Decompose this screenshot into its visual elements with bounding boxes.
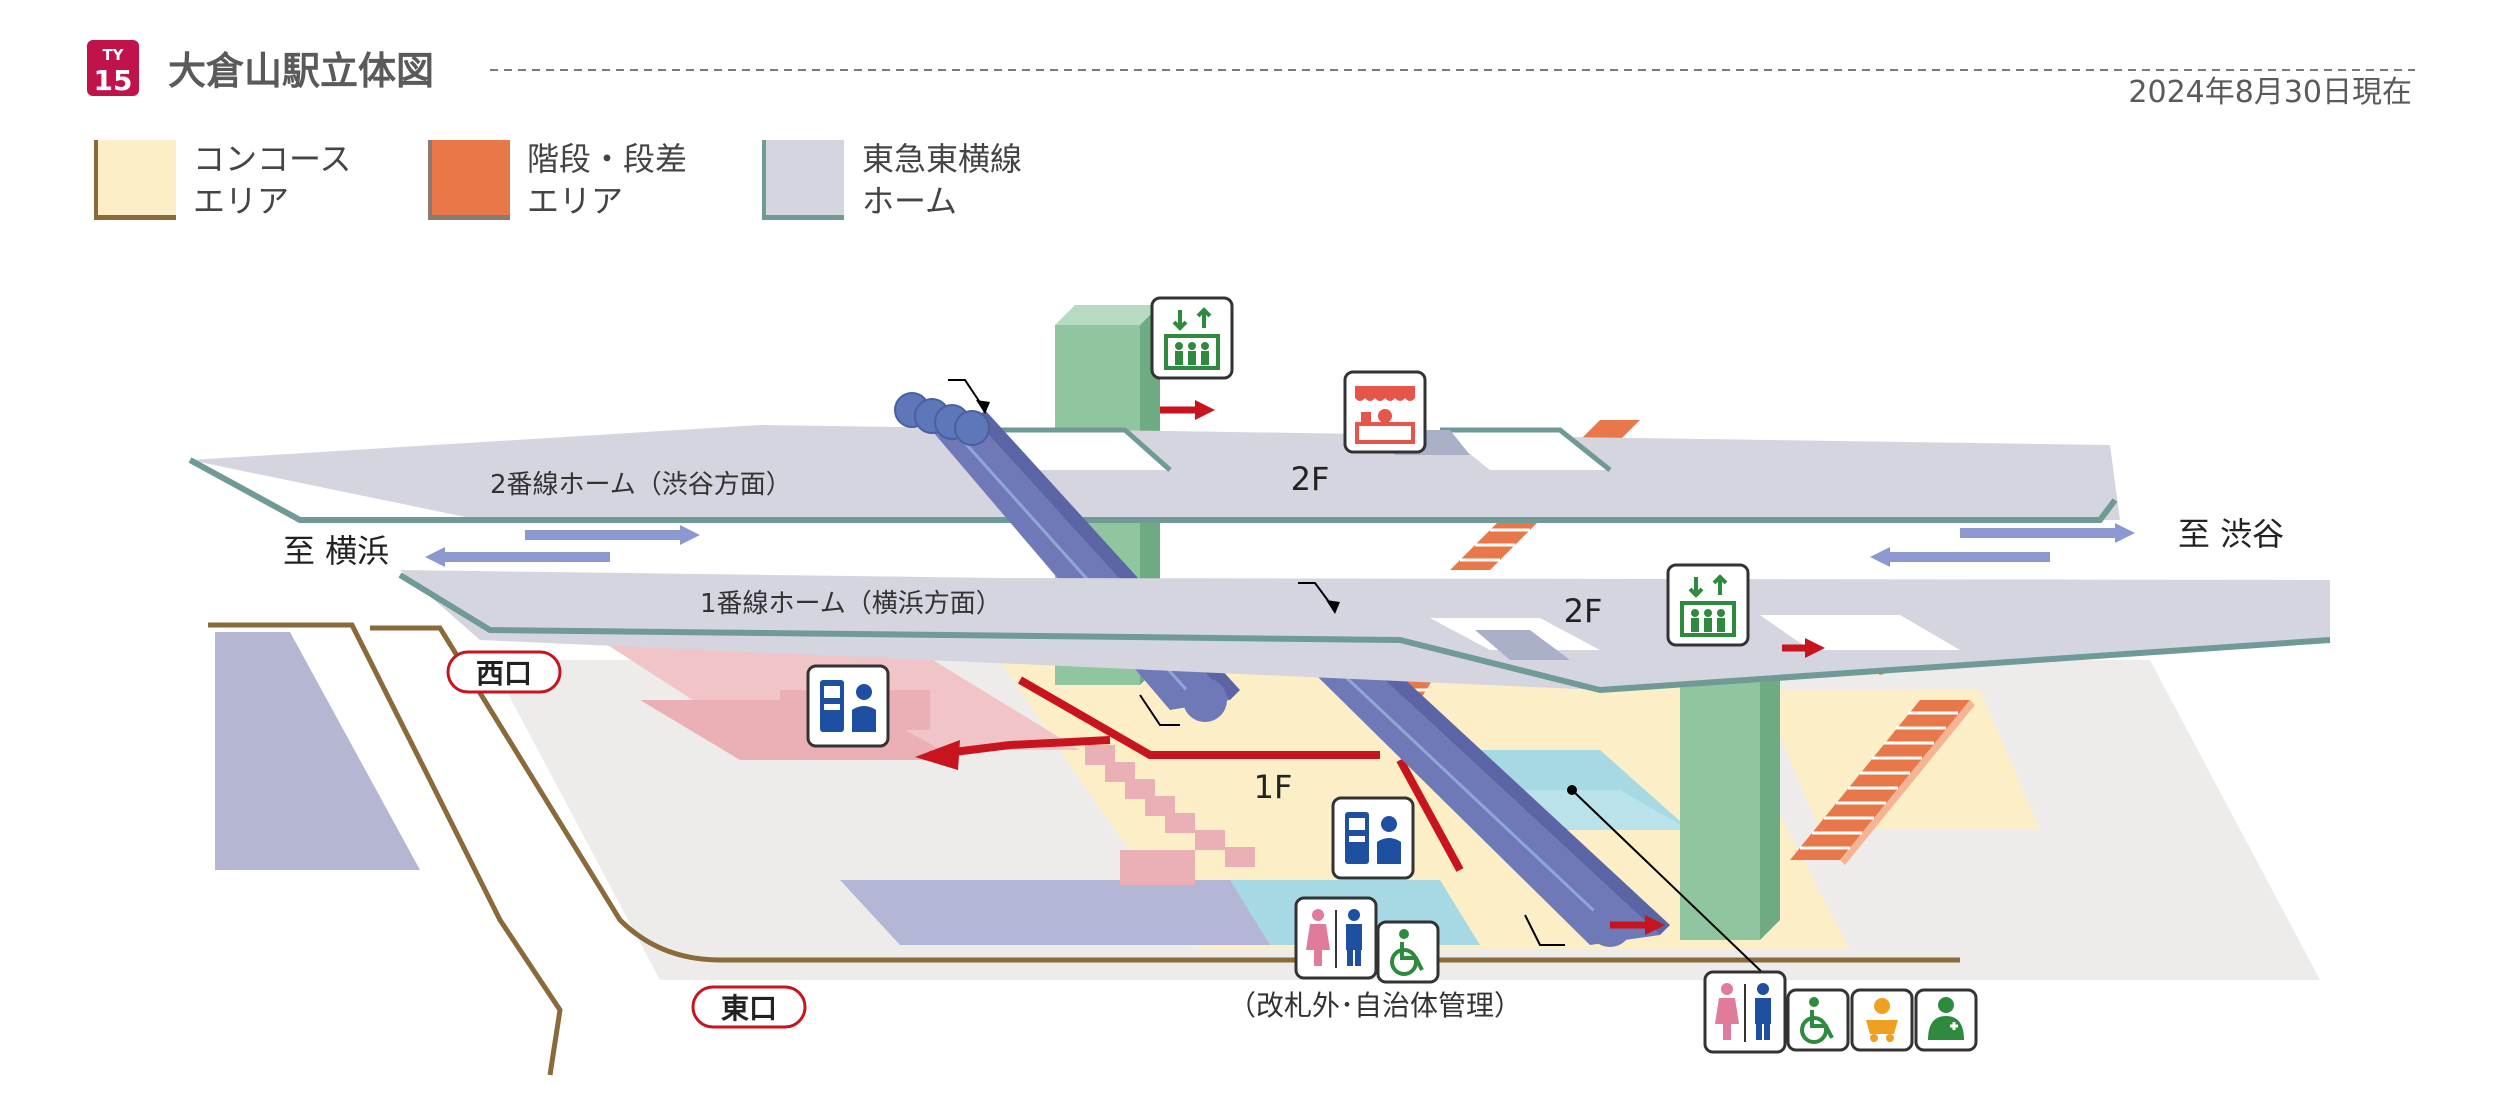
route-arrow-north (1396, 758, 1464, 872)
pointer-tip-1 (976, 400, 990, 414)
west-road-boundary (208, 622, 563, 1076)
route-arrow-west (1018, 676, 1380, 759)
pointer-tip-2 (1326, 600, 1340, 614)
floor-label-1f: 1F (1254, 768, 1293, 806)
ticket-machine-icon[interactable] (806, 664, 890, 748)
platform-2-name: 2番線ホーム（渋谷方面） (490, 470, 792, 500)
ticket-machine-icon-1f[interactable] (1331, 796, 1415, 880)
legend-platform: 東急東横線 ホーム (762, 140, 1022, 220)
west-exit-badge: 西口 (446, 650, 562, 694)
escalator-upper-rollers (894, 392, 990, 446)
platform-1: 1番線ホーム（横浜方面） 2F (398, 570, 2331, 694)
toilet-outside-note: （改札外･自治体管理） (1228, 989, 1522, 1022)
legend-stairs-line1: 階段・段差 (527, 140, 687, 178)
header: TY 15 大倉山駅立体図 2024年8月30日現在 (87, 40, 2415, 110)
platform-2-opening-left (990, 430, 1170, 470)
line-code-number: 15 (94, 64, 133, 97)
east-exit-label: 東口 (721, 992, 777, 1025)
legend: コンコース エリア 階段・段差 エリア 東急東横線 ホーム (94, 140, 1022, 220)
east-road-boundary (370, 625, 1960, 963)
pink-steps (1085, 745, 1255, 885)
date-label: 2024年8月30日現在 (2128, 75, 2412, 110)
platform-1-name: 1番線ホーム（横浜方面） (700, 589, 1002, 619)
legend-platform-line2: ホーム (862, 182, 957, 220)
direction-shibuya: 至 渋谷 (2178, 515, 2284, 553)
elevator-icon[interactable] (1150, 296, 1234, 380)
route-arrows-platform (1160, 400, 1825, 935)
legend-concourse: コンコース エリア (94, 140, 351, 220)
toilet-icon-inside[interactable] (1703, 970, 1787, 1054)
legend-concourse-line2: エリア (193, 182, 289, 220)
facility-leader-line (1571, 789, 1766, 976)
stairs-east-to-p1 (1790, 700, 1975, 865)
baby-icon[interactable] (1850, 988, 1914, 1052)
floor-label-2f-lower: 2F (1564, 592, 1603, 630)
platform-2: 2番線ホーム（渋谷方面） 2F (188, 425, 2120, 523)
route-arrowhead-west (915, 740, 960, 770)
wc-east (1500, 790, 1690, 830)
west-exit-label: 西口 (476, 657, 532, 690)
line-code-badge (87, 40, 139, 96)
shop-icon[interactable] (1343, 370, 1427, 454)
toilet-icon[interactable] (1294, 896, 1378, 980)
ostomate-icon[interactable] (1914, 988, 1978, 1052)
legend-platform-line1: 東急東横線 (862, 140, 1022, 178)
elevator-icon-east[interactable] (1666, 563, 1750, 647)
platform-2-opening-right (1440, 430, 1610, 470)
track-arrows-left (425, 525, 700, 567)
track-arrows-right (1870, 523, 2135, 567)
legend-stairs-line2: エリア (527, 182, 623, 220)
platform-1-edge (398, 572, 2331, 694)
platform-2-edge (188, 457, 2118, 523)
wheelchair-icon[interactable] (1376, 920, 1440, 984)
page-title: 大倉山駅立体図 (168, 49, 434, 93)
west-side-wall (215, 632, 420, 870)
legend-stairs: 階段・段差 エリア (428, 140, 687, 220)
platform-1-hatch (1475, 630, 1570, 660)
wheelchair-icon-inside[interactable] (1786, 988, 1850, 1052)
legend-concourse-line1: コンコース (193, 140, 351, 178)
floor-label-2f-upper: 2F (1291, 460, 1330, 498)
line-code-top: TY (102, 46, 124, 64)
east-exit-badge: 東口 (691, 985, 807, 1029)
direction-yokohama: 至 横浜 (283, 532, 389, 570)
lavender-lot (840, 880, 1300, 945)
